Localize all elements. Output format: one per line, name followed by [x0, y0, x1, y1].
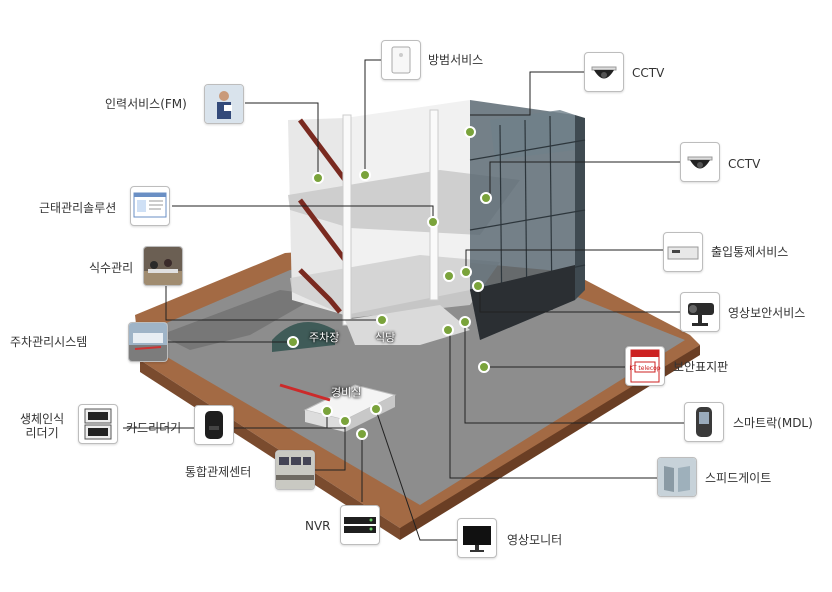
label-security-sign: 보안표지판: [673, 360, 729, 374]
marker-dots: [287, 126, 492, 440]
marker-dot: [321, 405, 333, 417]
marker-dot: [442, 324, 454, 336]
label-speed-gate: 스피드게이트: [705, 471, 772, 485]
marker-dot: [287, 336, 299, 348]
marker-dot: [478, 361, 490, 373]
label-access-control: 출입통제서비스: [711, 245, 789, 259]
cafeteria-photo-icon: [143, 246, 183, 286]
connector-lines: [123, 59, 687, 541]
marker-dot: [370, 403, 382, 415]
monitor-icon: [457, 518, 497, 558]
parking-gate-photo-icon: [128, 322, 168, 362]
label-video-monitor: 영상모니터: [507, 533, 563, 547]
access-device-icon: [663, 232, 703, 272]
label-control-center: 통합관제센터: [185, 465, 252, 479]
marker-dot: [427, 216, 439, 228]
worker-photo-icon: [204, 84, 244, 124]
staircase: [298, 118, 347, 314]
smart-lock-icon: [684, 402, 724, 442]
speed-gate-icon: [657, 457, 697, 497]
marker-dot: [460, 266, 472, 278]
alarm-panel-icon: [381, 40, 421, 80]
label-guard-room: 경비실: [331, 386, 362, 399]
label-card-reader: 카드리더기: [126, 421, 182, 435]
marker-dot: [356, 428, 368, 440]
label-guard-service: 방범서비스: [428, 53, 484, 67]
label-video-security: 영상보안서비스: [728, 306, 806, 320]
software-screen-icon: [130, 186, 170, 226]
label-cafeteria-mgmt: 식수관리: [89, 261, 134, 275]
marker-dot: [459, 316, 471, 328]
svg-text:KT telecop: KT telecop: [629, 365, 660, 372]
marker-dot: [443, 270, 455, 282]
marker-dot: [312, 172, 324, 184]
nvr-device-icon: [340, 505, 380, 545]
label-cafeteria: 식당: [375, 331, 396, 344]
guard-booth: [279, 383, 397, 432]
label-parking-system: 주차관리시스템: [10, 335, 88, 349]
label-smart-lock: 스마트락(MDL): [733, 416, 813, 430]
label-biometric-reader: 생체인식 리더기: [20, 412, 65, 440]
label-manpower: 인력서비스(FM): [105, 97, 187, 111]
label-nvr: NVR: [305, 519, 331, 533]
fingerprint-reader-icon: [78, 404, 118, 444]
marker-dot: [472, 280, 484, 292]
building: [272, 100, 586, 432]
marker-dot: [359, 169, 371, 181]
bullet-camera-icon: [680, 292, 720, 332]
marker-dot: [480, 192, 492, 204]
dome-camera-icon: [680, 142, 720, 182]
marker-dot: [339, 415, 351, 427]
label-attendance: 근태관리솔루션: [39, 201, 117, 215]
marker-dot: [376, 314, 388, 326]
control-room-photo-icon: [275, 450, 315, 490]
card-reader-icon: [194, 405, 234, 445]
security-sign-icon: KT telecop: [625, 346, 665, 386]
label-cctv-right: CCTV: [728, 157, 761, 171]
dome-camera-icon: [584, 52, 624, 92]
label-parking-lot: 주차장: [309, 331, 340, 344]
marker-dot: [464, 126, 476, 138]
label-cctv-top: CCTV: [632, 66, 665, 80]
